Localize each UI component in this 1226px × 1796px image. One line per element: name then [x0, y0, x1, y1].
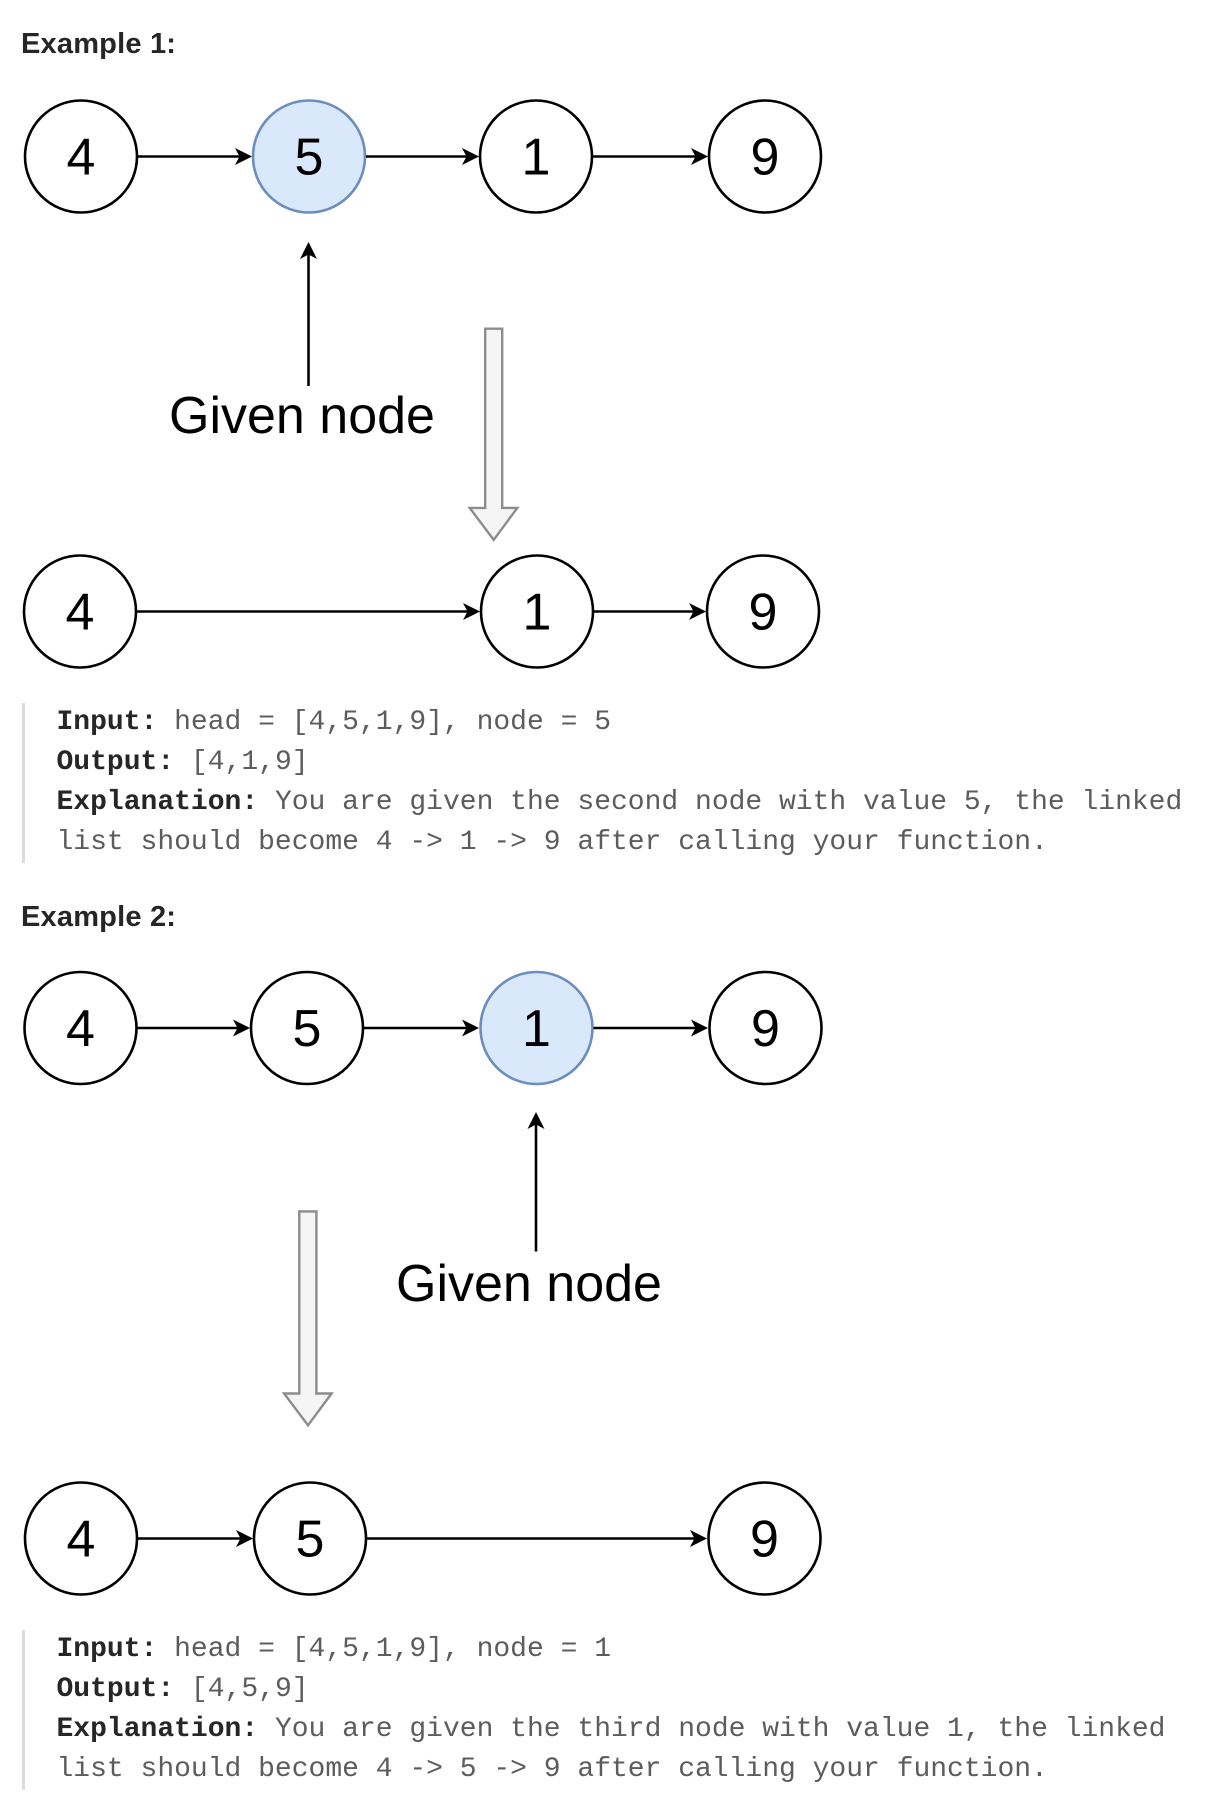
svg-text:5: 5 [296, 1511, 325, 1569]
svg-text:4: 4 [67, 129, 96, 187]
svg-text:1: 1 [523, 584, 552, 642]
svg-text:4: 4 [66, 1000, 95, 1058]
svg-text:9: 9 [749, 584, 778, 642]
svg-text:5: 5 [295, 129, 324, 187]
svg-text:9: 9 [750, 1511, 779, 1569]
svg-text:5: 5 [293, 1000, 322, 1058]
svg-text:9: 9 [751, 1000, 780, 1058]
svg-text:4: 4 [66, 584, 95, 642]
svg-text:9: 9 [751, 129, 780, 187]
svg-text:Given node: Given node [169, 387, 435, 445]
svg-text:1: 1 [522, 1000, 551, 1058]
svg-text:Given node: Given node [396, 1255, 662, 1313]
svg-text:1: 1 [522, 129, 551, 187]
svg-text:4: 4 [67, 1511, 96, 1569]
